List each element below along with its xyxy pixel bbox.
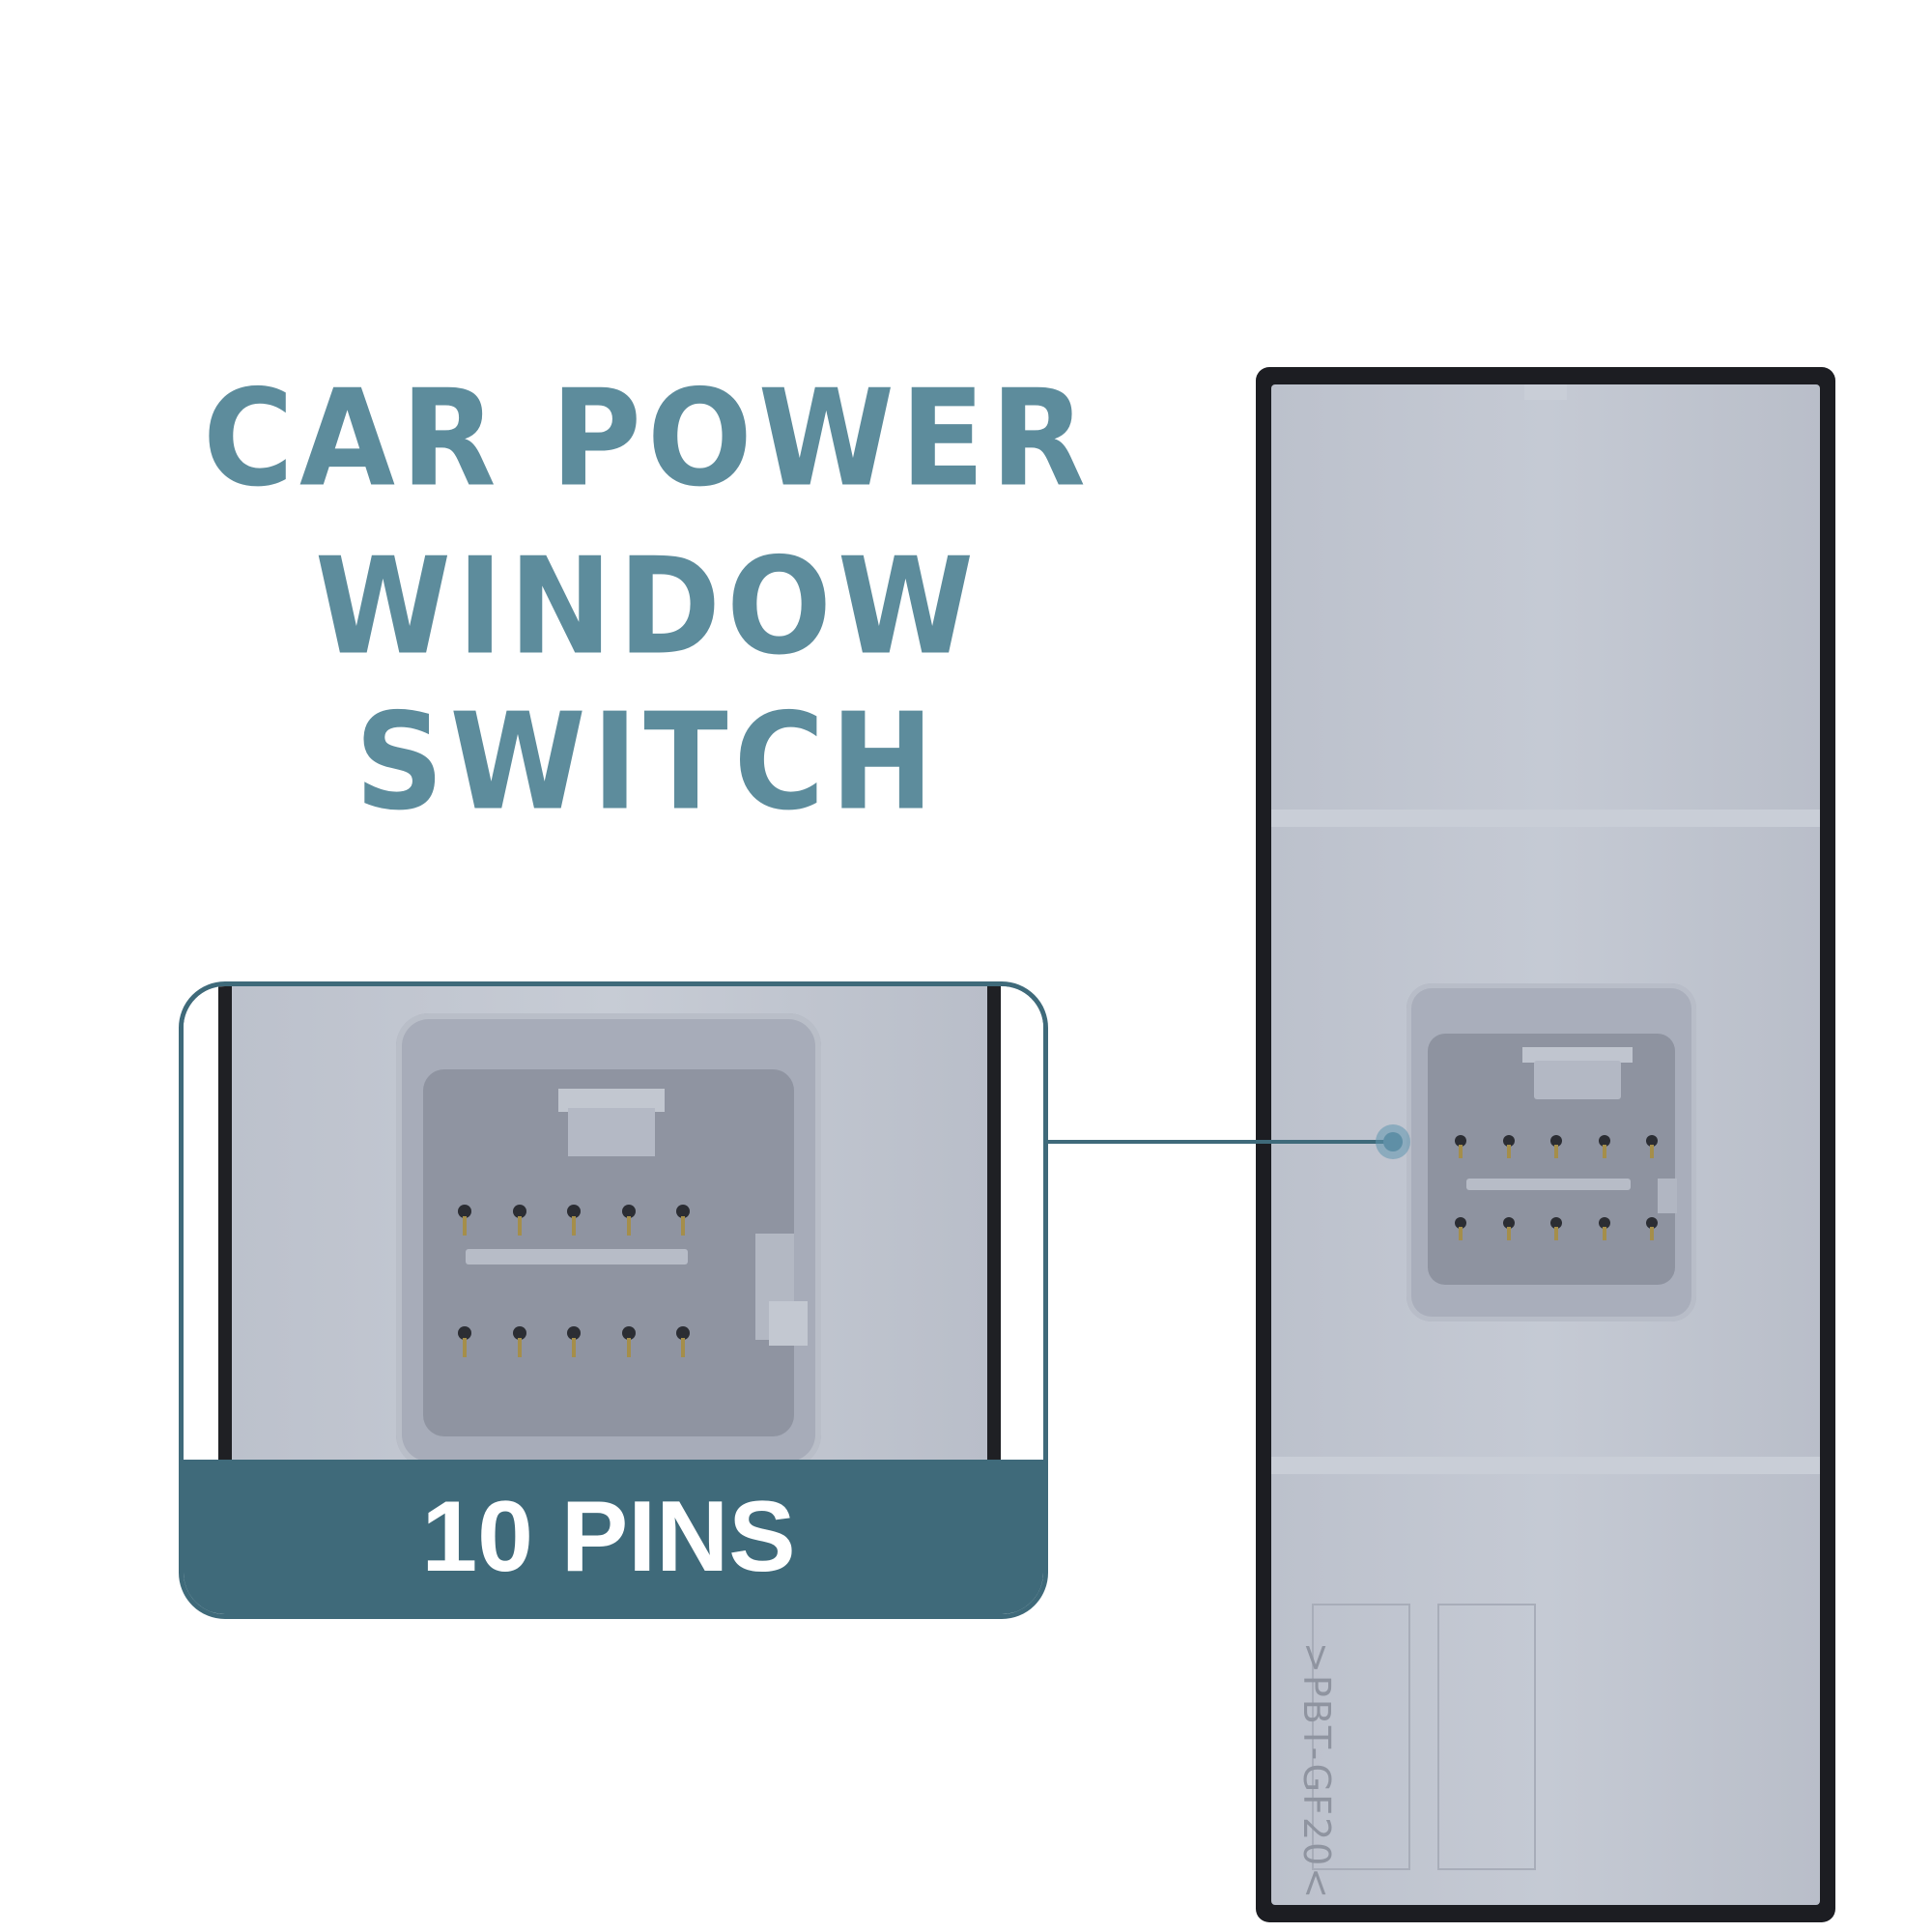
zoom-connector-housing	[396, 1013, 821, 1467]
label-box-right	[1437, 1604, 1536, 1870]
zoom-socket-key-tip	[769, 1301, 808, 1346]
panel-seam-2	[1271, 1457, 1820, 1474]
zoom-connector-socket	[423, 1069, 808, 1436]
pin	[1455, 1217, 1466, 1240]
pin	[621, 1326, 636, 1357]
pin	[512, 1326, 526, 1357]
socket-key	[1658, 1179, 1677, 1213]
latch	[1534, 1061, 1621, 1099]
pin	[567, 1205, 581, 1236]
zoom-frame-right	[987, 986, 1001, 1460]
pin-row-bottom	[1455, 1217, 1658, 1240]
pin	[567, 1326, 581, 1357]
pin	[1598, 1135, 1610, 1158]
pin	[621, 1205, 636, 1236]
title-line-2: WINDOW SWITCH	[314, 529, 980, 840]
zoom-latch	[568, 1108, 655, 1156]
pin	[1502, 1135, 1515, 1158]
zoom-pin-row-top	[458, 1205, 690, 1236]
zoom-image	[184, 986, 1043, 1467]
zoom-panel	[232, 986, 987, 1467]
callout-label-band: 10 PINS	[184, 1460, 1043, 1614]
panel-seam-1	[1271, 810, 1820, 827]
panel-tab-top	[1524, 384, 1567, 400]
zoom-pin-row-bottom	[458, 1326, 690, 1357]
pin	[1502, 1217, 1515, 1240]
connector-housing	[1406, 983, 1696, 1321]
zoom-callout: 10 PINS	[179, 981, 1048, 1619]
pin	[458, 1326, 471, 1357]
pin	[1455, 1135, 1466, 1158]
connector-socket	[1428, 1034, 1677, 1285]
material-stamp: >PBT-GF20<	[1295, 1642, 1338, 1901]
socket-divider	[1466, 1179, 1631, 1190]
pin-count-label: 10 PINS	[421, 1480, 796, 1593]
zoom-frame-left	[218, 986, 232, 1460]
pin-row-top	[1455, 1135, 1658, 1158]
window-switch-product	[1256, 367, 1835, 1922]
pin	[676, 1326, 690, 1357]
pin	[676, 1205, 690, 1236]
leader-line	[1043, 1140, 1391, 1144]
pin	[512, 1205, 526, 1236]
pin	[1646, 1135, 1658, 1158]
pin	[1598, 1217, 1610, 1240]
pin	[1550, 1217, 1562, 1240]
zoom-socket-divider	[466, 1249, 688, 1264]
pin	[1646, 1217, 1658, 1240]
switch-back-panel	[1271, 384, 1820, 1905]
label-box-left	[1312, 1604, 1410, 1870]
latch-top	[1522, 1047, 1633, 1063]
title-line-1: CAR POWER	[203, 361, 1092, 517]
pin	[458, 1205, 471, 1236]
leader-dot	[1383, 1132, 1403, 1151]
pin	[1550, 1135, 1562, 1158]
